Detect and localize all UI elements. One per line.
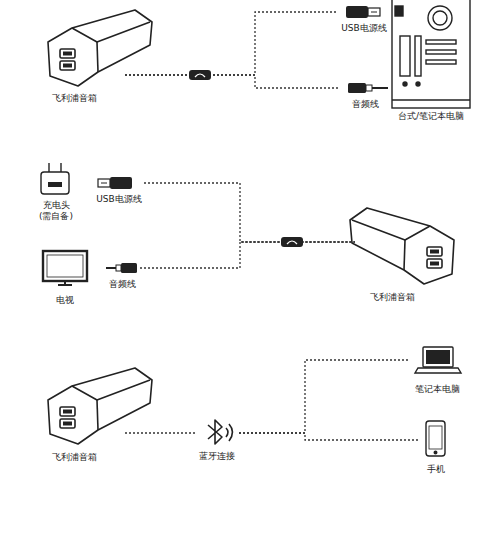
device-label: 电视: [38, 295, 92, 306]
device-node: 飞利浦音箱: [355, 205, 460, 303]
label-group: 电视: [38, 295, 92, 306]
label-group: 蓝牙连接: [195, 451, 239, 462]
label-group: 充电头(需自备): [33, 200, 79, 222]
label-group: 音频线: [104, 279, 140, 290]
tv-icon: [43, 251, 87, 285]
device-node: 飞利浦音箱: [42, 368, 125, 463]
label-group: USB电源线: [338, 23, 390, 34]
device-label: (需自备): [33, 211, 79, 222]
device-label: 音频线: [104, 279, 140, 290]
label-group: 飞利浦音箱: [42, 93, 125, 104]
device-node: 笔记本电脑: [410, 345, 464, 395]
device-node: 手机: [420, 418, 452, 475]
device-node: 充电头(需自备): [33, 160, 79, 222]
cable-joint: [281, 237, 303, 247]
device-node: USB电源线: [94, 175, 144, 205]
device-label: 手机: [420, 464, 452, 475]
device-node: 台式/笔记本电脑: [390, 0, 472, 122]
device-node: USB电源线: [338, 4, 390, 34]
device-label: 飞利浦音箱: [52, 452, 125, 463]
device-label: 飞利浦音箱: [370, 292, 460, 303]
label-group: 音频线: [340, 99, 390, 110]
dotted-cable: [239, 360, 410, 433]
dotted-cable: [125, 12, 338, 75]
speaker-icon: [48, 368, 152, 444]
device-label: 音频线: [340, 99, 390, 110]
audio-plug-icon: [106, 263, 137, 273]
device-node: 飞利浦音箱: [42, 10, 125, 104]
dotted-cable: [144, 183, 355, 242]
dotted-cable: [239, 433, 420, 440]
dotted-cable: [125, 432, 195, 433]
device-label: USB电源线: [94, 194, 144, 205]
dotted-cable: [125, 75, 340, 88]
usb-plug-icon: [98, 177, 132, 189]
device-label: 台式/笔记本电脑: [390, 111, 472, 122]
dotted-cable: [140, 242, 355, 268]
speaker-icon: [350, 208, 454, 284]
device-label: 笔记本电脑: [410, 384, 464, 395]
bluetooth-icon: [208, 420, 233, 444]
audio-plug-icon: [348, 83, 388, 93]
device-node: 音频线: [340, 80, 390, 110]
speaker-icon: [48, 10, 152, 86]
device-node: 音频线: [104, 261, 140, 290]
device-label: 飞利浦音箱: [52, 93, 125, 104]
label-group: 飞利浦音箱: [42, 452, 125, 463]
computer-icon: [392, 0, 470, 108]
device-node: 电视: [38, 248, 92, 306]
device-node: 蓝牙连接: [195, 417, 239, 462]
device-label: USB电源线: [338, 23, 390, 34]
usb-plug-icon: [346, 6, 380, 18]
label-group: 飞利浦音箱: [355, 292, 460, 303]
label-group: 笔记本电脑: [410, 384, 464, 395]
laptop-icon: [415, 347, 461, 373]
phone-icon: [426, 421, 445, 456]
label-group: USB电源线: [94, 194, 144, 205]
device-label: 蓝牙连接: [195, 451, 239, 462]
label-group: 手机: [420, 464, 452, 475]
device-label: 充电头: [33, 200, 79, 211]
charger-icon: [41, 163, 69, 194]
cable-joint: [189, 70, 211, 80]
label-group: 台式/笔记本电脑: [390, 111, 472, 122]
